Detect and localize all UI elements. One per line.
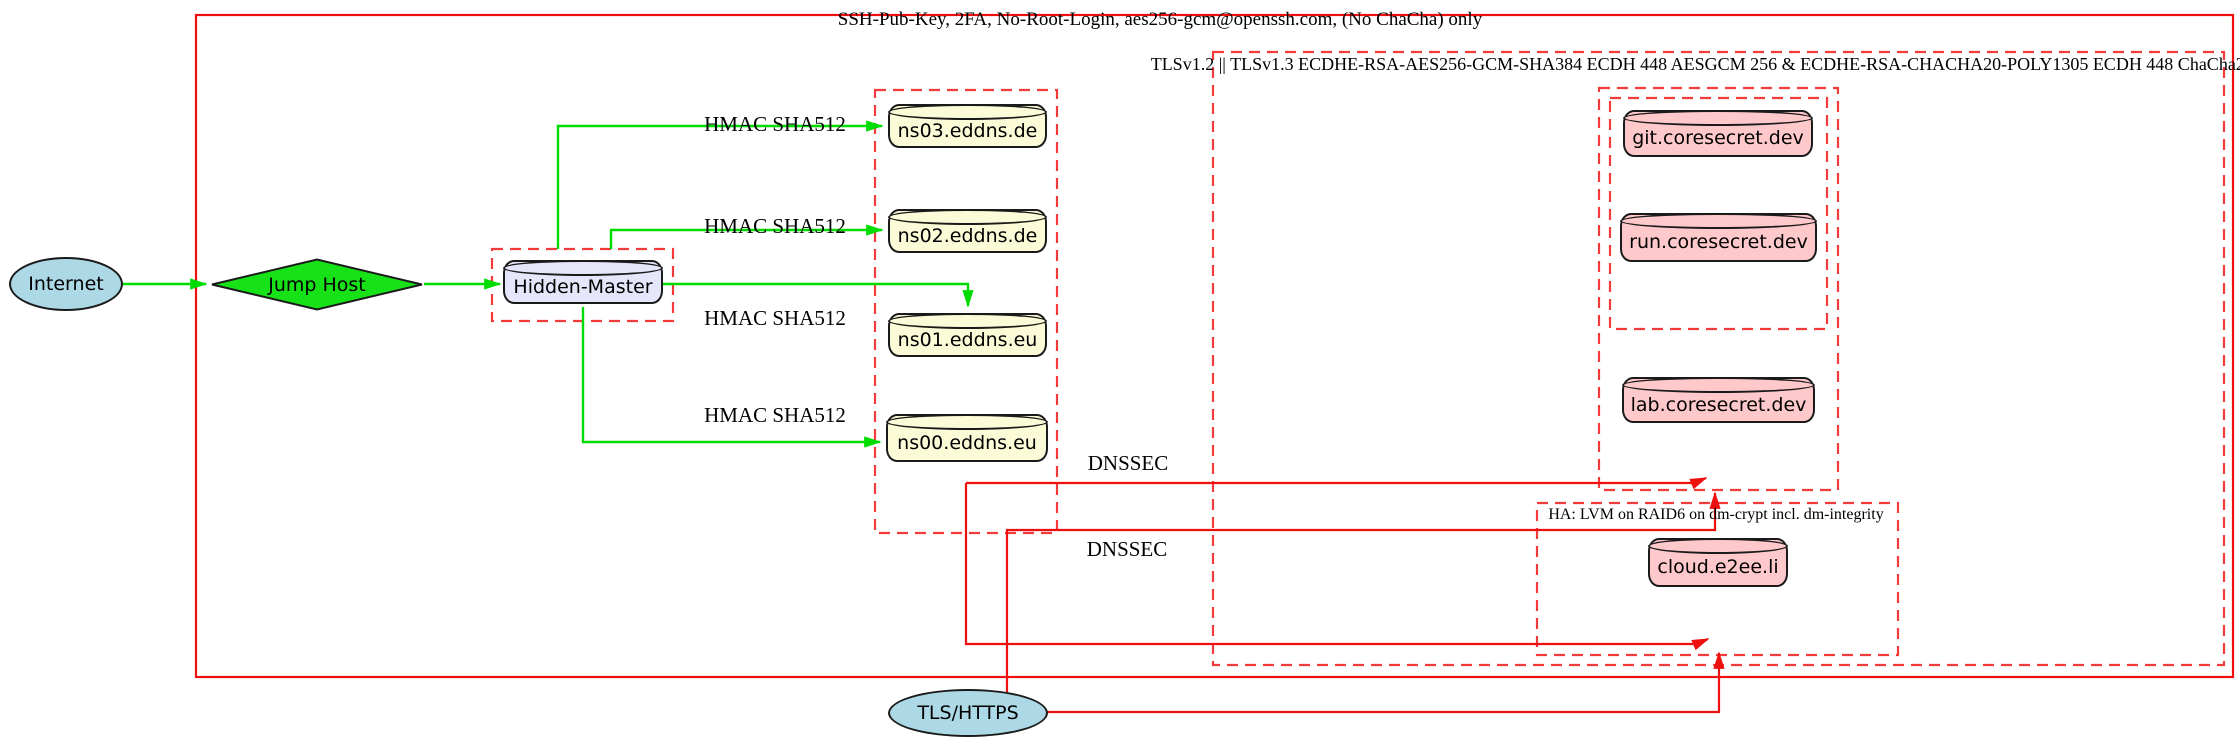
lab-coresecret-label: lab.coresecret.dev bbox=[1630, 393, 1807, 416]
internet-node: Internet bbox=[9, 257, 123, 311]
ns01-label: ns01.eddns.eu bbox=[897, 328, 1038, 351]
ns03-label: ns03.eddns.de bbox=[897, 119, 1038, 142]
edge-label-dnssec-1: DNSSEC bbox=[1087, 451, 1169, 475]
ns00-node: ns00.eddns.eu bbox=[886, 414, 1048, 462]
edge-label-hmac-3: HMAC SHA512 bbox=[704, 306, 846, 330]
ns00-label: ns00.eddns.eu bbox=[897, 431, 1037, 454]
tls-https-label: TLS/HTTPS bbox=[917, 702, 1019, 724]
edge-label-hmac-2: HMAC SHA512 bbox=[704, 214, 846, 238]
edge-dnssec-coresecret bbox=[966, 476, 1708, 490]
edge-hiddenmaster-ns01 bbox=[663, 282, 974, 308]
ns01-node: ns01.eddns.eu bbox=[888, 313, 1047, 357]
edge-label-hmac-1: HMAC SHA512 bbox=[704, 112, 846, 136]
ns02-label: ns02.eddns.de bbox=[897, 224, 1038, 247]
edge-label-hmac-4: HMAC SHA512 bbox=[704, 403, 846, 427]
run-coresecret-node: run.coresecret.dev bbox=[1620, 213, 1817, 262]
ssh-boundary-label: SSH-Pub-Key, 2FA, No-Root-Login, aes256-… bbox=[837, 9, 1483, 30]
jump-host-node: Jump Host bbox=[210, 258, 424, 311]
hidden-master-node: Hidden-Master bbox=[503, 260, 663, 304]
tls-https-node: TLS/HTTPS bbox=[888, 689, 1048, 737]
run-coresecret-label: run.coresecret.dev bbox=[1629, 231, 1808, 253]
nameserver-boundary-box bbox=[873, 88, 1059, 535]
jump-host-diamond-shape bbox=[211, 258, 423, 311]
edge-tlshttps-ha bbox=[1046, 651, 1725, 714]
tls-boundary-label: TLSv1.2 || TLSv1.3 ECDHE-RSA-AES256-GCM-… bbox=[1150, 54, 2240, 74]
cloud-e2ee-label: cloud.e2ee.li bbox=[1657, 556, 1779, 578]
hidden-master-label: Hidden-Master bbox=[513, 275, 653, 298]
ssh-boundary-box bbox=[194, 13, 2235, 679]
lab-coresecret-node: lab.coresecret.dev bbox=[1622, 377, 1815, 423]
git-coresecret-node: git.coresecret.dev bbox=[1623, 110, 1813, 157]
ha-boundary-label: HA: LVM on RAID6 on dm-crypt incl. dm-in… bbox=[1548, 506, 1884, 523]
jump-host-label: Jump Host bbox=[268, 273, 366, 296]
edge-label-dnssec-2: DNSSEC bbox=[1086, 537, 1168, 561]
ns02-node: ns02.eddns.de bbox=[888, 209, 1047, 253]
cloud-e2ee-node: cloud.e2ee.li bbox=[1648, 538, 1788, 587]
git-coresecret-label: git.coresecret.dev bbox=[1632, 127, 1804, 149]
ns03-node: ns03.eddns.de bbox=[888, 104, 1047, 148]
internet-label: Internet bbox=[28, 273, 104, 295]
